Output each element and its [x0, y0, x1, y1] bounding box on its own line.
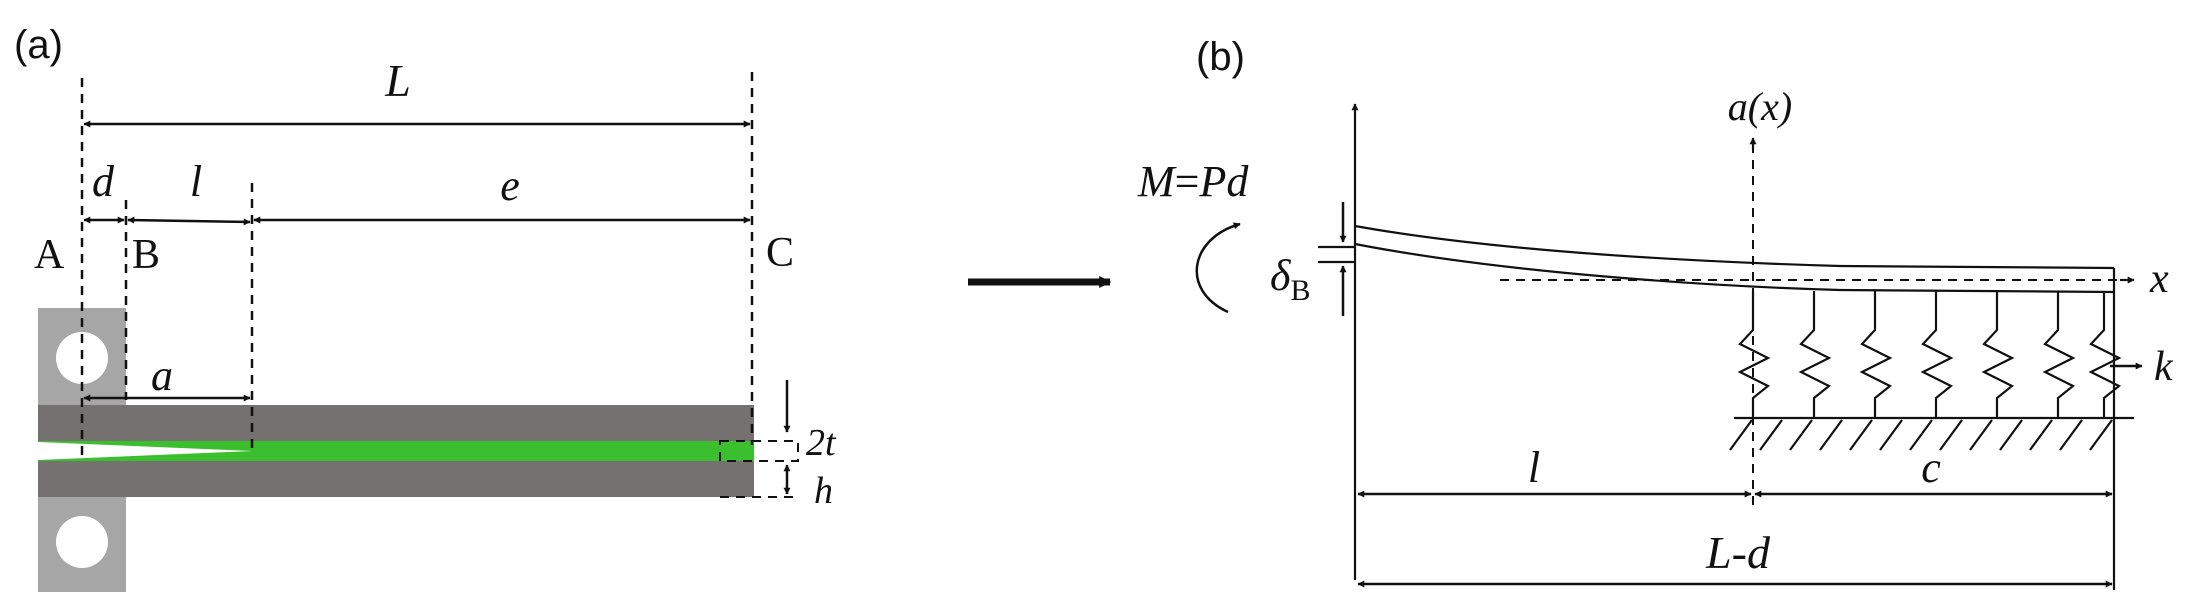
moment-label: M=Pd	[1137, 157, 1249, 206]
spring-foundation	[1737, 291, 2122, 418]
panel-b-label: (b)	[1196, 35, 1245, 79]
adhesive-layer	[38, 441, 754, 461]
spring-4	[1920, 291, 1954, 418]
point-A-label: A	[34, 232, 65, 278]
dim-l-label: l	[190, 157, 202, 206]
spring-3	[1859, 291, 1893, 418]
dim-d-label: d	[92, 157, 115, 206]
delta-label: δB	[1270, 251, 1310, 307]
spring-5	[1981, 291, 2015, 418]
x-axis-label: x	[2149, 256, 2169, 302]
spring-6	[2042, 291, 2076, 418]
ground-hatch	[1729, 419, 2113, 451]
panel-b: (b) M=Pd δB x a(x)	[1137, 35, 2174, 590]
bottom-hinge-hole	[56, 516, 108, 568]
thickness-h-label: h	[814, 470, 833, 512]
dim-e-label: e	[500, 161, 520, 210]
dim-l-label-b: l	[1528, 443, 1540, 492]
ax-axis-label: a(x)	[1728, 84, 1792, 129]
beam-top-curve	[1354, 224, 2115, 270]
spring-2	[1798, 291, 1832, 418]
spring-1	[1737, 291, 1771, 418]
dim-Ld-label: L-d	[1705, 527, 1771, 578]
spring-7	[2088, 291, 2122, 418]
panel-a-label: (a)	[14, 23, 63, 67]
dim-a-label: a	[151, 351, 173, 400]
thickness-box-2t	[719, 440, 799, 462]
moment-arc	[1195, 222, 1241, 314]
upper-adherend	[38, 405, 754, 441]
lower-adherend	[38, 461, 754, 497]
point-B-label: B	[132, 232, 160, 278]
dim-c-label: c	[1921, 443, 1941, 492]
thickness-2t-label: 2t	[806, 422, 837, 464]
point-C-label: C	[766, 230, 794, 276]
beam-bottom-curve	[1354, 242, 2115, 294]
dim-L-label: L	[384, 55, 411, 106]
panel-a: (a) L d l e A B C a	[14, 23, 837, 592]
pre-crack	[38, 442, 252, 460]
dim-l-line	[127, 216, 251, 226]
spring-k-label: k	[2154, 344, 2174, 390]
